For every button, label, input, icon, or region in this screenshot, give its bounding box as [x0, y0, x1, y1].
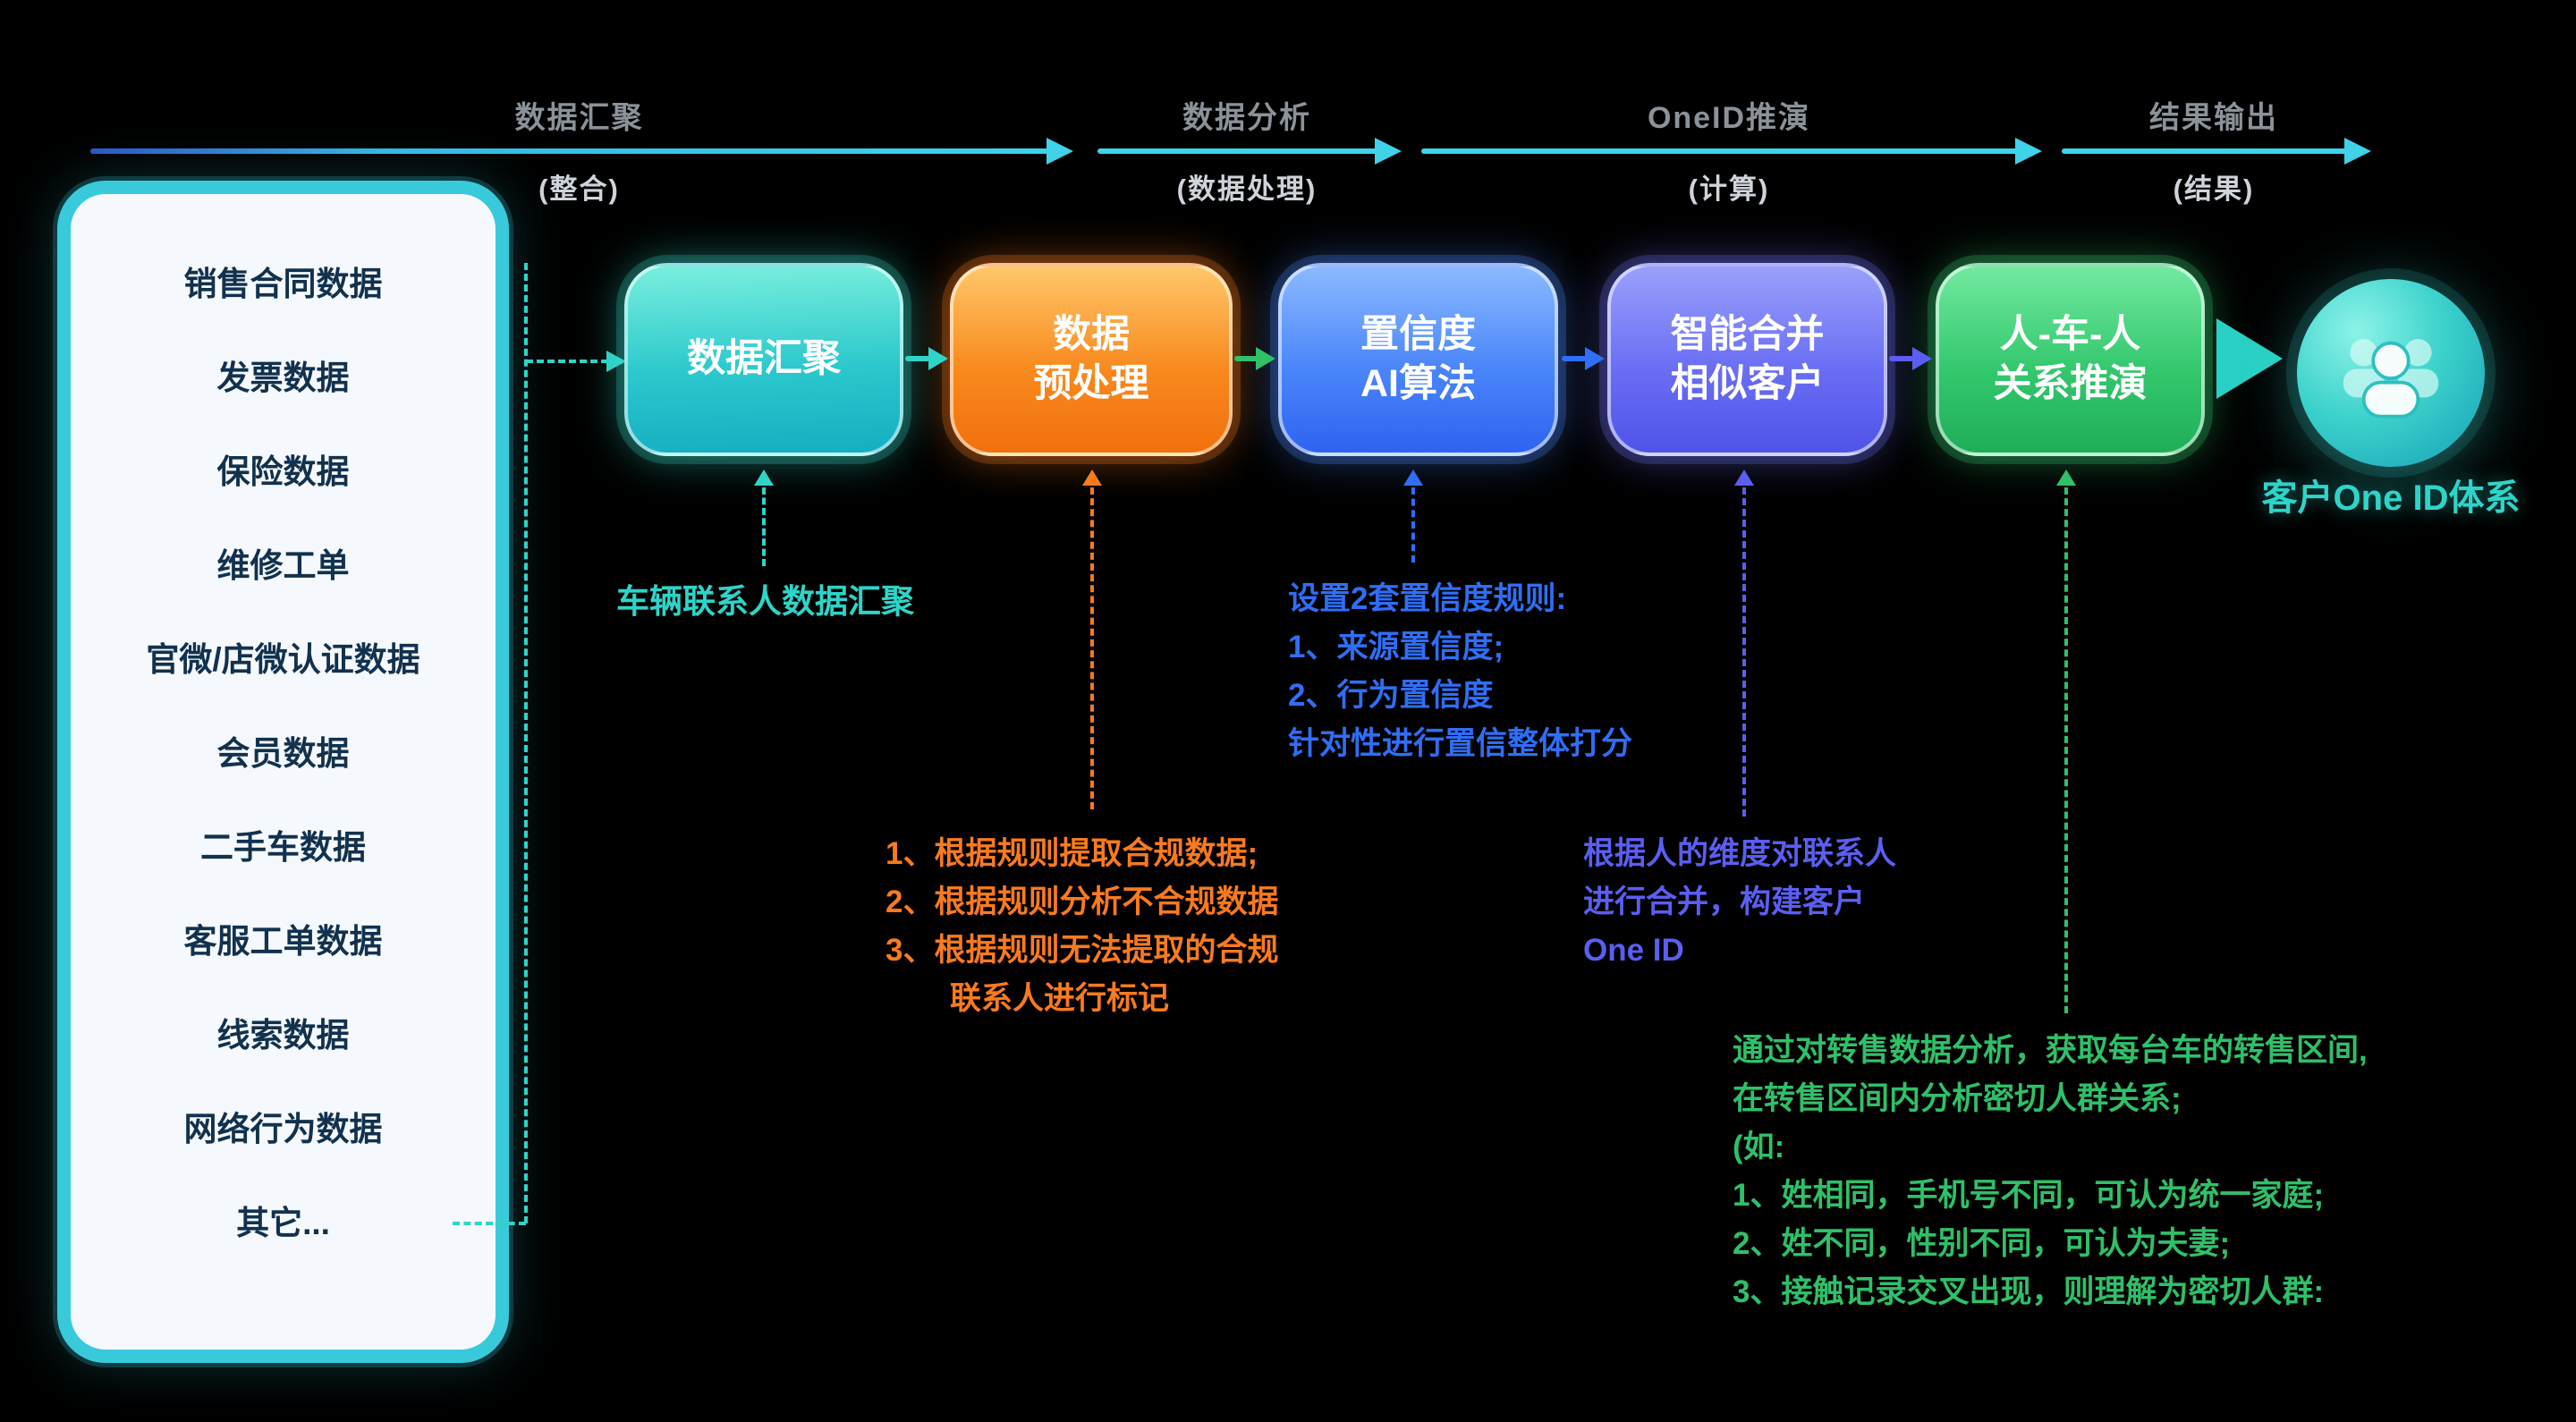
- flow-box-label: 预处理: [1033, 362, 1149, 405]
- annotation-relation: 通过对转售数据分析，获取每台车的转售区间, 在转售区间内分析密切人群关系; (如…: [1733, 1033, 2368, 1309]
- source-item: 发票数据: [216, 360, 350, 396]
- phase-label: OneID推演: [1647, 101, 1811, 135]
- arrow-right-icon: [1046, 138, 1073, 165]
- arrow-up-icon: [1734, 470, 1754, 486]
- arrow-right-icon: [606, 351, 626, 372]
- arrow-right-icon: [1375, 138, 1402, 165]
- arrow-right-icon: [1585, 347, 1605, 370]
- phase-sublabel: (结果): [2173, 174, 2255, 205]
- annotation-connector: [1742, 487, 1746, 817]
- flow-box-label: AI算法: [1360, 362, 1476, 405]
- panel-to-flow-dashed-arrow: [526, 360, 608, 363]
- phase-sublabel: (整合): [538, 174, 620, 205]
- arrow-right-icon: [928, 347, 948, 370]
- arrow-right-icon: [1256, 347, 1275, 370]
- source-item: 客服工单数据: [183, 923, 383, 960]
- arrow-up-icon: [1082, 470, 1102, 486]
- phase-arrow: [90, 138, 1073, 165]
- arrow-up-icon: [754, 470, 774, 486]
- phase-sublabel: (计算): [1688, 174, 1770, 205]
- phase-label: 数据分析: [1182, 101, 1311, 135]
- flow-arrow: [1234, 356, 1258, 361]
- source-item: 其它...: [236, 1205, 330, 1241]
- annotation-connector: [1090, 487, 1094, 809]
- flow-box-label: 相似客户: [1670, 362, 1825, 405]
- flow-box-confidence: 置信度 AI算法: [1278, 263, 1558, 456]
- result-arrow-icon: [2216, 318, 2283, 399]
- result-label: 客户One ID体系: [2261, 478, 2521, 518]
- arrow-right-icon: [1912, 347, 1932, 370]
- phase-arrow: [1097, 138, 1402, 165]
- arrow-up-icon: [2056, 470, 2076, 486]
- source-item: 官微/店微认证数据: [146, 641, 420, 678]
- annotation-aggregation: 车辆联系人数据汇聚: [616, 583, 914, 620]
- panel-bracket-stub: [453, 1222, 526, 1225]
- flow-box-merge: 智能合并 相似客户: [1607, 263, 1887, 456]
- phase-arrow: [1421, 138, 2042, 165]
- phase-label: 结果输出: [2149, 101, 2278, 135]
- flow-arrow: [905, 356, 930, 361]
- flow-box-label: 数据: [1053, 312, 1130, 356]
- source-data-panel: 销售合同数据 发票数据 保险数据 维修工单 官微/店微认证数据 会员数据 二手车…: [57, 181, 509, 1363]
- source-list: 销售合同数据 发票数据 保险数据 维修工单 官微/店微认证数据 会员数据 二手车…: [71, 194, 496, 1350]
- result-icon: [2297, 279, 2485, 467]
- people-group-icon: [2343, 339, 2439, 419]
- annotation-connector: [1411, 487, 1415, 563]
- panel-bracket-line: [524, 263, 528, 1223]
- annotation-merge: 根据人的维度对联系人 进行合并，构建客户 One ID: [1583, 836, 1897, 968]
- flow-box-label: 智能合并: [1670, 312, 1825, 356]
- phase-segment-oneid: OneID推演 (计算): [1421, 98, 2042, 207]
- flow-arrow: [1889, 356, 1914, 361]
- phase-arrow: [2062, 138, 2371, 165]
- flow-box-preprocess: 数据 预处理: [950, 263, 1233, 456]
- flow-box-label: 人-车-人: [1999, 312, 2141, 356]
- annotation-connector: [762, 487, 766, 566]
- source-item: 二手车数据: [200, 829, 366, 866]
- phase-segment-analysis: 数据分析 (数据处理): [1097, 98, 1402, 207]
- flow-box-label: 置信度: [1360, 312, 1476, 356]
- flow-box-label: 关系推演: [1993, 362, 2148, 405]
- arrow-up-icon: [1403, 470, 1423, 486]
- annotation-preprocess: 1、根据规则提取合规数据; 2、根据规则分析不合规数据 3、根据规则无法提取的合…: [886, 836, 1279, 1016]
- flow-box-relation: 人-车-人 关系推演: [1936, 263, 2205, 456]
- flow-box-aggregation: 数据汇聚: [624, 263, 903, 456]
- source-item: 销售合同数据: [183, 266, 383, 302]
- phase-label: 数据汇聚: [514, 101, 644, 135]
- arrow-right-icon: [2344, 138, 2371, 165]
- phase-segment-aggregation: 数据汇聚 (整合): [90, 98, 1073, 207]
- source-item: 保险数据: [216, 453, 350, 490]
- annotation-connector: [2064, 487, 2068, 1013]
- flow-box-label: 数据汇聚: [687, 337, 841, 381]
- annotation-confidence: 设置2套置信度规则: 1、来源置信度; 2、行为置信度 针对性进行置信整体打分: [1288, 581, 1633, 761]
- source-item: 线索数据: [216, 1017, 350, 1054]
- phase-sublabel: (数据处理): [1176, 174, 1318, 205]
- source-item: 网络行为数据: [183, 1111, 383, 1147]
- source-item: 会员数据: [216, 735, 350, 772]
- flow-arrow: [1562, 356, 1587, 361]
- arrow-right-icon: [2015, 138, 2042, 165]
- source-item: 维修工单: [216, 547, 350, 584]
- phase-segment-output: 结果输出 (结果): [2062, 98, 2371, 207]
